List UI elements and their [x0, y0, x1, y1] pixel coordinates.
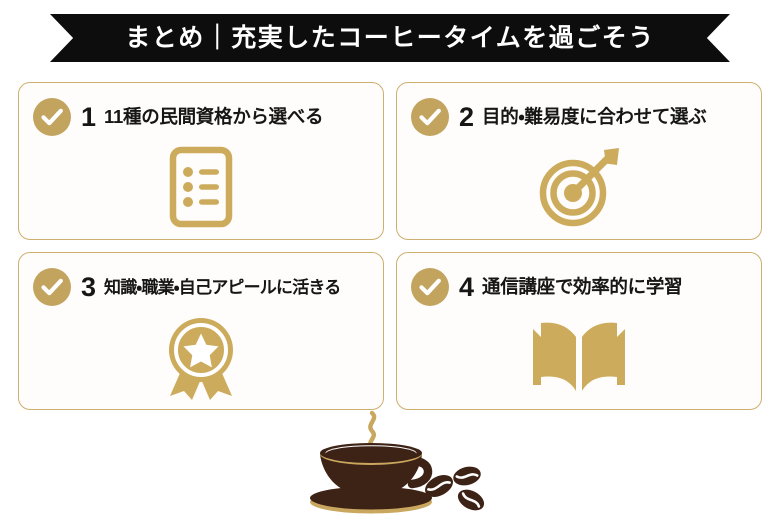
check-circle-icon — [411, 98, 449, 136]
steam-icon — [367, 410, 377, 450]
banner-ribbon: まとめ｜充実したコーヒータイムを過ごそう — [50, 14, 730, 62]
card-header: 4 通信講座で効率的に学習 — [411, 265, 751, 309]
card-header: 1 11種の民間資格から選べる — [33, 95, 373, 139]
feature-card-grid: 1 11種の民間資格から選べる 2 目的・難易度に合わせて選ぶ — [18, 82, 762, 410]
card-label: 11種の民間資格から選べる — [104, 105, 324, 127]
card-number: 4 — [459, 271, 475, 302]
card-number: 1 — [81, 101, 97, 132]
banner-title: まとめ｜充実したコーヒータイムを過ごそう — [125, 23, 655, 52]
card-header: 2 目的・難易度に合わせて選ぶ — [411, 95, 751, 139]
card-number: 3 — [81, 271, 97, 302]
card-header: 3 知識・職業・自己アピールに活きる — [33, 265, 373, 309]
check-circle-icon — [33, 98, 71, 136]
award-ribbon-star-icon — [19, 311, 383, 403]
open-book-icon — [397, 311, 761, 403]
card-number: 2 — [459, 101, 475, 132]
feature-card-2[interactable]: 2 目的・難易度に合わせて選ぶ — [396, 82, 762, 240]
feature-card-1[interactable]: 1 11種の民間資格から選べる — [18, 82, 384, 240]
card-label: 通信講座で効率的に学習 — [482, 275, 683, 297]
checklist-document-icon — [19, 141, 383, 233]
header-banner: まとめ｜充実したコーヒータイムを過ごそう — [0, 14, 780, 62]
check-circle-icon — [411, 268, 449, 306]
feature-card-3[interactable]: 3 知識・職業・自己アピールに活きる — [18, 252, 384, 410]
feature-card-4[interactable]: 4 通信講座で効率的に学習 — [396, 252, 762, 410]
card-label: 目的・難易度に合わせて選ぶ — [482, 105, 707, 127]
check-circle-icon — [33, 268, 71, 306]
coffee-beans-icon — [425, 466, 485, 511]
coffee-cup-with-beans-illustration — [0, 408, 780, 516]
target-arrow-icon — [397, 141, 761, 233]
card-label: 知識・職業・自己アピールに活きる — [104, 277, 341, 297]
